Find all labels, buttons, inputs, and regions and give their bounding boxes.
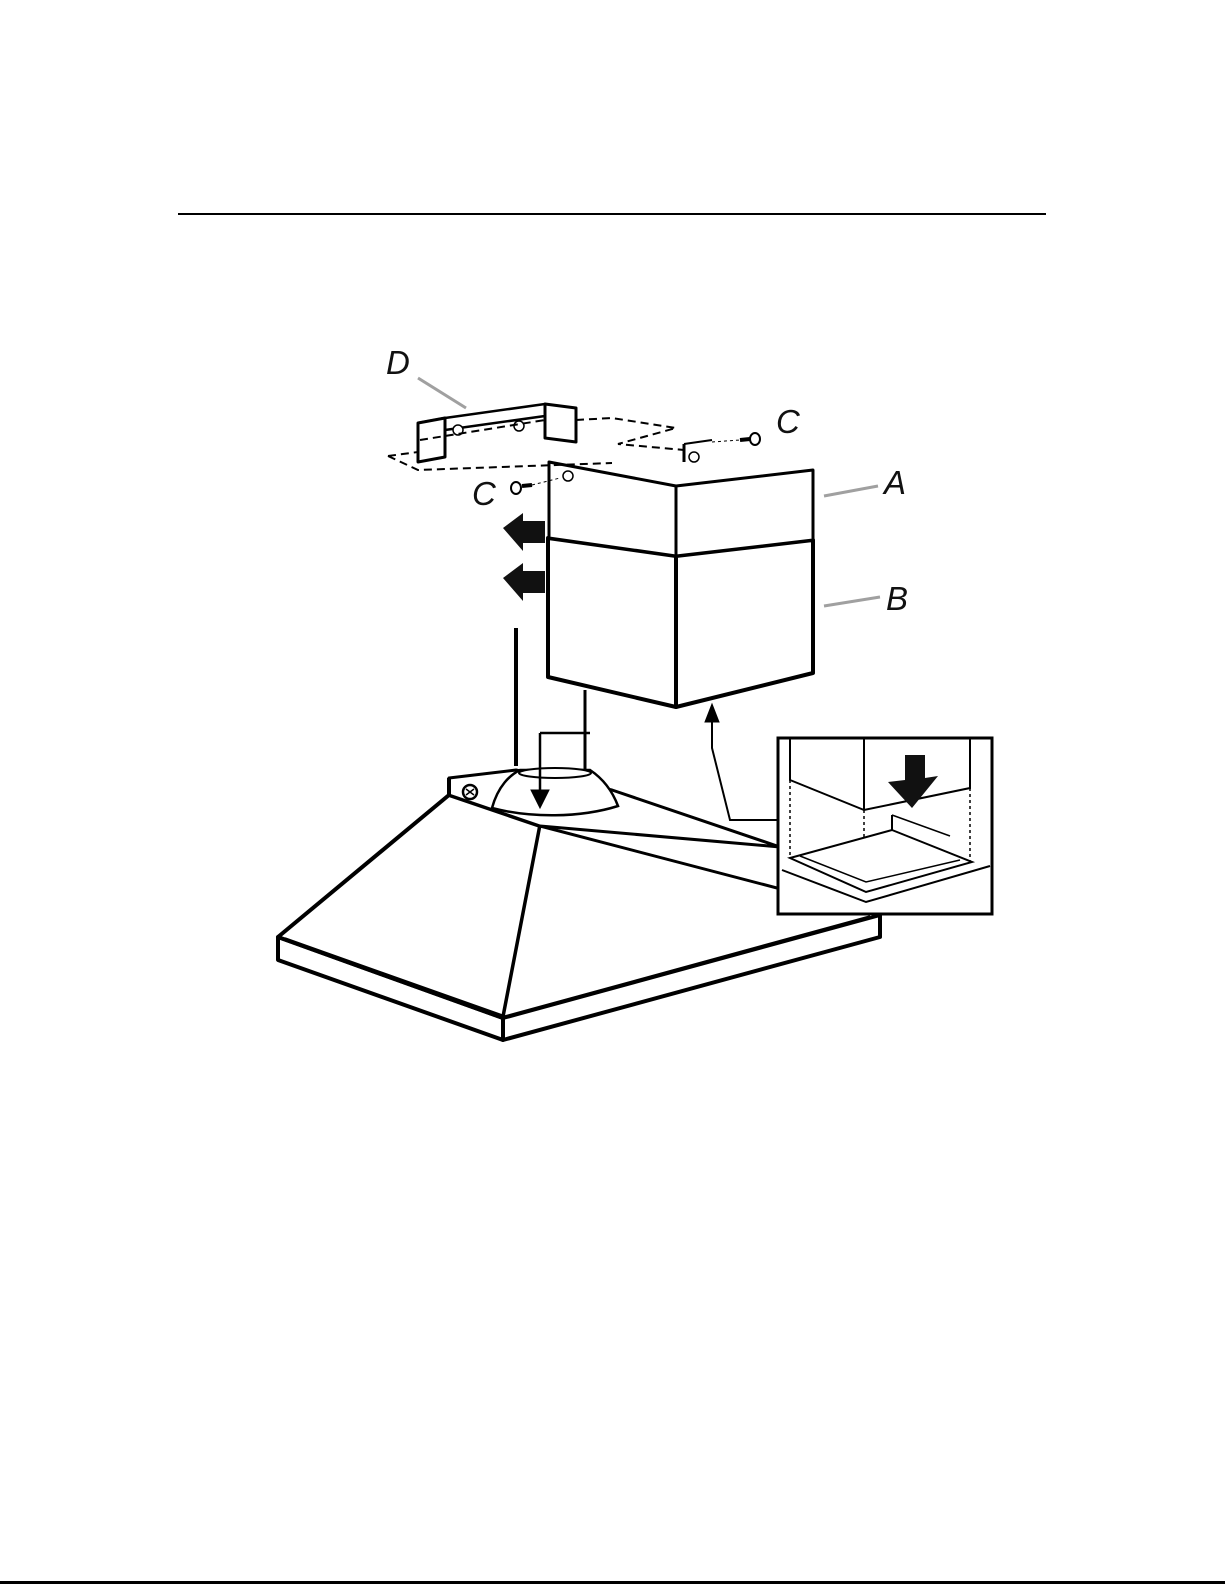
detail-pointer-arrow [705, 704, 780, 820]
flue-cover-upper [549, 440, 813, 556]
label-b: B [886, 580, 908, 617]
slide-arrow-icon [503, 513, 545, 601]
label-a: A [882, 464, 906, 501]
detail-inset [778, 738, 992, 914]
flue-cover-lower [548, 538, 813, 707]
footer-rule [0, 1581, 1225, 1584]
duct-collar [492, 768, 618, 815]
screw-icon [712, 433, 760, 445]
label-c-left: C [472, 475, 497, 512]
label-d: D [386, 344, 410, 381]
mounting-bracket [418, 404, 576, 462]
label-c-right: C [776, 403, 801, 440]
hood-screw-icon [463, 785, 477, 799]
